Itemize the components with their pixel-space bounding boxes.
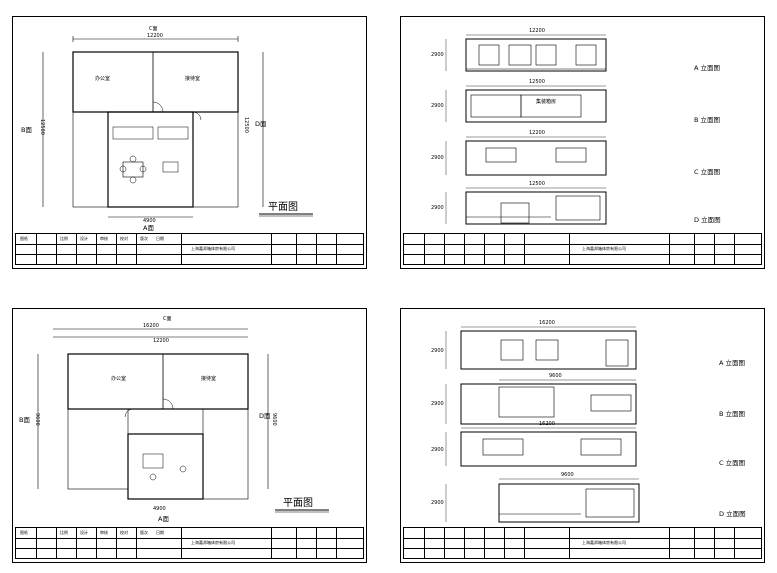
room-label-office: 办公室: [111, 376, 127, 382]
plan-title: 平面图: [283, 498, 313, 509]
face-label-top: C面: [149, 26, 158, 32]
elev-dim-d: 9600: [561, 472, 574, 478]
tb-header-3: 审核: [100, 236, 108, 241]
face-label-left: B面: [21, 126, 32, 134]
drawing-sheet-plan-1: C面 12200 B面 12500 D面 12500 4900 A面 办公室 接…: [12, 16, 367, 269]
tb-header-6: 日期: [156, 530, 164, 535]
dim-right: 12500: [243, 117, 249, 133]
elev-dim-c: 16200: [539, 421, 555, 427]
elev-label-d: D 立面图: [719, 510, 746, 518]
tb-header-2: 设计: [80, 236, 88, 241]
dim-top-inner: 12200: [153, 338, 169, 344]
plan-title: 平面图: [268, 202, 298, 213]
elev-dim-b: 12500: [529, 79, 545, 85]
elev-label-c: C 立面图: [719, 459, 746, 467]
tb-header-5: 版次: [140, 236, 148, 241]
tb-header-1: 比例: [60, 530, 68, 535]
dim-right: 9600: [271, 413, 277, 426]
elev-height-b: 2900: [431, 401, 444, 407]
dim-top: 12200: [147, 33, 163, 39]
face-label-bottom: A面: [143, 224, 154, 232]
elev-dim-b: 9600: [549, 373, 562, 379]
tb-header-6: 日期: [156, 236, 164, 241]
company-name: 上海嘉邦箱体房有限公司: [191, 540, 235, 545]
face-label-top: C面: [163, 316, 172, 322]
room-label-reception: 接待室: [185, 76, 201, 82]
elev-label-b: B 立面图: [719, 410, 746, 418]
elev-dim-a: 16200: [539, 320, 555, 326]
dim-bottom: 4900: [153, 506, 166, 512]
face-label-right: D面: [255, 120, 267, 128]
dim-top: 16200: [143, 323, 159, 329]
elev-height-b: 2900: [431, 103, 444, 109]
elev-label-c: C 立面图: [694, 168, 721, 176]
room-label-reception: 接待室: [201, 376, 217, 382]
dim-left: 12500: [39, 119, 45, 135]
elev-height-c: 2900: [431, 155, 444, 161]
elev-dim-d: 12500: [529, 181, 545, 187]
company-name: 上海嘉邦箱体房有限公司: [582, 540, 626, 545]
title-block: 上海嘉邦箱体房有限公司: [403, 233, 762, 265]
tb-header-0: 图纸: [20, 236, 28, 241]
elevation-drawing-1: [445, 34, 607, 225]
elev-label-a: A 立面图: [694, 64, 721, 72]
room-label-office: 办公室: [95, 76, 111, 82]
face-label-left: B面: [19, 416, 30, 424]
company-name: 上海嘉邦箱体房有限公司: [191, 246, 235, 251]
dim-left: 9600: [34, 413, 40, 426]
tb-header-0: 图纸: [20, 530, 28, 535]
elev-label-d: D 立面图: [694, 216, 721, 224]
elev-dim-c: 12200: [529, 130, 545, 136]
elev-sign-b: 集装箱房: [536, 99, 557, 105]
plan-drawing-2: [37, 328, 329, 513]
face-label-bottom: A面: [158, 515, 169, 523]
elev-label-a: A 立面图: [719, 359, 746, 367]
face-label-right: D面: [259, 412, 271, 420]
drawing-sheet-elevation-2: 16200 2900 A 立面图 9600 2900 B 立面图 16200 2…: [400, 308, 765, 563]
elev-height-c: 2900: [431, 447, 444, 453]
tb-header-4: 校对: [120, 530, 128, 535]
elev-height-d: 2900: [431, 500, 444, 506]
elev-height-a: 2900: [431, 348, 444, 354]
company-name: 上海嘉邦箱体房有限公司: [582, 246, 626, 251]
drawing-sheet-elevation-1: 12200 2900 A 立面图 12500 2900 集装箱房 B 立面图 1…: [400, 16, 765, 269]
dim-bottom: 4900: [143, 218, 156, 224]
tb-header-5: 版次: [140, 530, 148, 535]
tb-header-4: 校对: [120, 236, 128, 241]
title-block: 图纸 比例 设计 审核 校对 版次 日期 上海嘉邦箱体房有限公司: [15, 233, 364, 265]
elev-height-d: 2900: [431, 205, 444, 211]
elevation-drawing-2: [445, 326, 640, 523]
elev-label-b: B 立面图: [694, 116, 721, 124]
tb-header-2: 设计: [80, 530, 88, 535]
title-block: 上海嘉邦箱体房有限公司: [403, 527, 762, 559]
elev-height-a: 2900: [431, 52, 444, 58]
tb-header-3: 审核: [100, 530, 108, 535]
plan-drawing-1: [42, 36, 313, 218]
tb-header-1: 比例: [60, 236, 68, 241]
elev-dim-a: 12200: [529, 28, 545, 34]
drawing-sheet-plan-2: C面 16200 12200 B面 9600 D面 9600 4900 A面 办…: [12, 308, 367, 563]
title-block: 图纸 比例 设计 审核 校对 版次 日期 上海嘉邦箱体房有限公司: [15, 527, 364, 559]
